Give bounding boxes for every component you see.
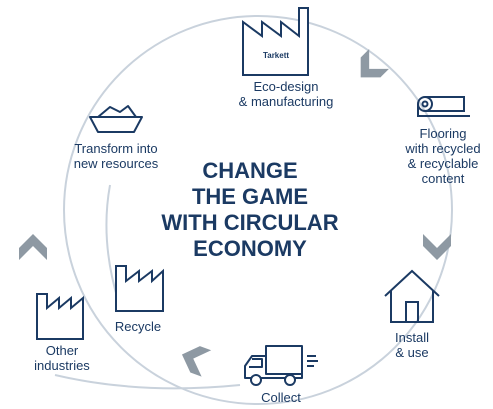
title-line: CHANGE [202,158,298,183]
stage-label-transform: Transform into new resources [73,141,159,171]
cycle-circle [63,15,453,405]
chevron-arrow-icon [360,49,389,78]
other-factory-icon [36,293,84,340]
stage-label-flooring: Flooring with recycled & recyclable cont… [405,126,481,186]
tarkett-logo: Tarkett [263,51,289,60]
house-icon [384,269,440,323]
chevron-arrow-icon [19,234,47,260]
delivery-truck-icon [244,345,318,386]
recycle-factory-icon [115,265,164,312]
title-line: WITH CIRCULAR [161,210,339,235]
inner-branch-arc [105,184,119,301]
factory-icon [242,7,309,76]
stage-label-recycle: Recycle [114,319,162,334]
flooring-roll-icon [417,96,470,117]
chevron-arrow-icon [181,346,212,377]
title-line: ECONOMY [193,236,307,261]
outer-branch-arc [54,374,241,390]
stage-label-collect: Collect [261,390,301,405]
center-title: CHANGE THE GAME WITH CIRCULAR ECONOMY [150,158,350,262]
stage-label-install: Install & use [395,330,429,360]
title-line: THE GAME [191,184,309,209]
stage-label-other-industries: Other industries [34,343,90,373]
stage-label-eco-design: Eco-design & manufacturing [238,79,334,109]
boat-icon [89,105,143,133]
chevron-arrow-icon [423,234,451,260]
